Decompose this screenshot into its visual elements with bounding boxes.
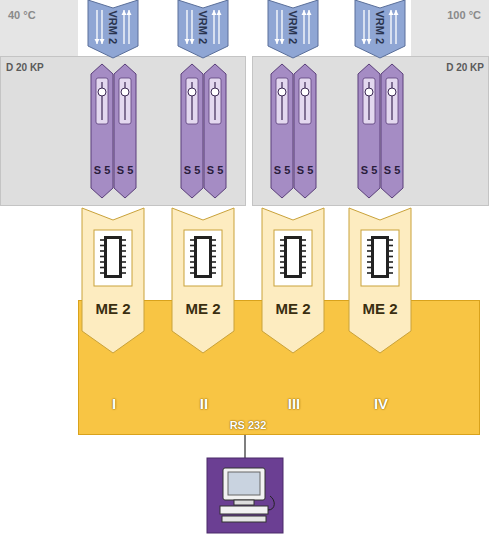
- module-label: ME 2: [185, 300, 220, 317]
- memory-module: ME 2: [262, 208, 324, 353]
- valve-label: VRM 2: [287, 10, 300, 44]
- controller-band: D 20 KP S 5 S 5 S 5 S 5: [0, 56, 246, 206]
- s5-outline: [271, 64, 293, 198]
- sensor-label: S 5: [384, 164, 401, 177]
- me-outline: [82, 208, 144, 353]
- temperature-label: 100 °C: [447, 9, 481, 22]
- memory-module: ME 2: [349, 208, 411, 353]
- valve-module: VRM 2: [268, 0, 318, 58]
- valve-module: VRM 2: [355, 0, 405, 58]
- s5-outline: [114, 64, 136, 198]
- valve-label: VRM 2: [197, 10, 210, 44]
- sensor-module: S 5: [114, 64, 136, 198]
- channel-label: III: [288, 395, 301, 412]
- s5-outline: [358, 64, 380, 198]
- module-label: ME 2: [362, 300, 397, 317]
- sensor-label: S 5: [361, 164, 378, 177]
- temperature-zone: 40 °C: [0, 0, 78, 56]
- computer-icon: [207, 458, 283, 533]
- temperature-zone: 100 °C: [411, 0, 489, 56]
- sensor-module: S 5: [294, 64, 316, 198]
- sensor-module: S 5: [271, 64, 293, 198]
- valve-label: VRM 2: [374, 10, 387, 44]
- sensor-label: S 5: [297, 164, 314, 177]
- controller-band: D 20 KP S 5 S 5 S 5 S 5: [252, 56, 489, 206]
- sensor-label: S 5: [117, 164, 134, 177]
- sensor-label: S 5: [94, 164, 111, 177]
- sensor-label: S 5: [184, 164, 201, 177]
- memory-module: ME 2: [172, 208, 234, 353]
- memory-module: ME 2: [82, 208, 144, 353]
- sensor-module: S 5: [358, 64, 380, 198]
- sensor-label: S 5: [207, 164, 224, 177]
- valve-module: VRM 2: [178, 0, 228, 58]
- s5-outline: [294, 64, 316, 198]
- module-label: ME 2: [275, 300, 310, 317]
- me-outline: [349, 208, 411, 353]
- valve-module: VRM 2: [88, 0, 138, 58]
- temperature-label: 40 °C: [8, 9, 36, 22]
- s5-outline: [181, 64, 203, 198]
- serial-cable: [244, 435, 246, 458]
- me-outline: [262, 208, 324, 353]
- channel-label: IV: [374, 395, 388, 412]
- unit-label: D 20 KP: [446, 62, 484, 74]
- s5-outline: [91, 64, 113, 198]
- s5-outline: [204, 64, 226, 198]
- sensor-module: S 5: [204, 64, 226, 198]
- sensor-module: S 5: [381, 64, 403, 198]
- valve-label: VRM 2: [107, 10, 120, 44]
- sensor-label: S 5: [274, 164, 291, 177]
- sensor-module: S 5: [181, 64, 203, 198]
- channel-label: II: [200, 395, 208, 412]
- s5-outline: [381, 64, 403, 198]
- port-label: RS 232: [230, 419, 267, 432]
- module-label: ME 2: [95, 300, 130, 317]
- unit-label: D 20 KP: [6, 62, 44, 74]
- channel-label: I: [112, 395, 116, 412]
- sensor-module: S 5: [91, 64, 113, 198]
- me-outline: [172, 208, 234, 353]
